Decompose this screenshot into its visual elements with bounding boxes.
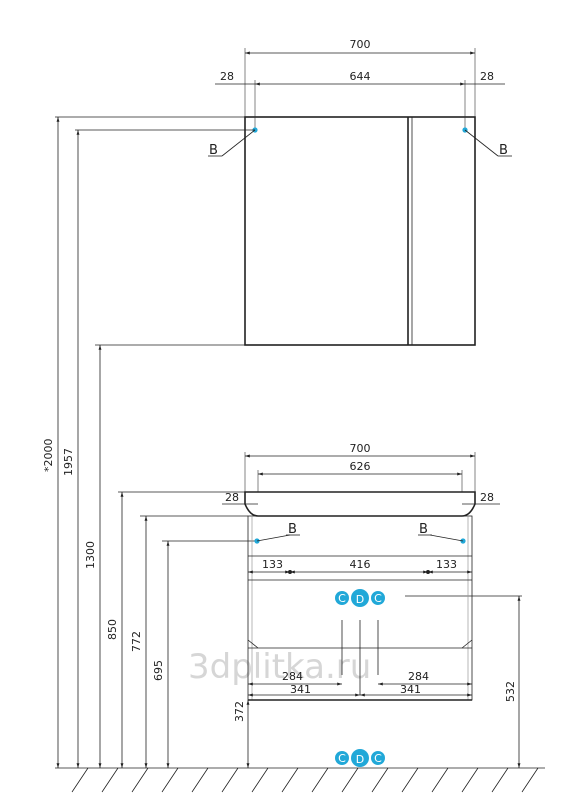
height-lower-panel-label: 372 [233, 701, 246, 722]
mirror-width-label: 700 [350, 38, 371, 51]
floor-hatch-mark [491, 767, 509, 793]
sink-label-left: B [288, 522, 297, 537]
handles-mid-label: 416 [350, 558, 371, 571]
sink-side-left-label: 28 [225, 491, 239, 504]
handle-dimensions: 133 416 133 [248, 558, 472, 574]
handles-right-label: 133 [436, 558, 457, 571]
floor-hatch-mark [251, 767, 269, 793]
handles-left-label: 133 [262, 558, 283, 571]
floor-hatch-mark [161, 767, 179, 793]
mirror-label-left: B [209, 143, 218, 158]
floor-hatch-mark [131, 767, 149, 793]
height-total-label: *2000 [42, 439, 55, 473]
floor-hatch-mark [521, 767, 539, 793]
connector-floor-d [351, 749, 369, 767]
handle-right [426, 570, 430, 574]
handle-left [288, 570, 292, 574]
height-drain-label: 532 [504, 681, 517, 702]
floor-hatch-mark [311, 767, 329, 793]
connector-upper-c-left [335, 591, 349, 605]
svg-text:C: C [374, 592, 382, 605]
sink-mount-points: B B [254, 522, 466, 544]
mirror-inner-label: 644 [350, 70, 371, 83]
svg-text:D: D [356, 753, 364, 766]
floor-hatch-mark [431, 767, 449, 793]
drain-dimensions: 284 341 284 341 [248, 670, 472, 697]
sink-dimensions: 700 626 28 28 [222, 442, 500, 505]
height-inlet-label: 695 [152, 660, 165, 681]
connector-floor-c-right [371, 751, 385, 765]
height-dimensions: *2000 1957 1300 850 772 695 372 532 [42, 116, 522, 768]
connectors-floor: C D C [335, 749, 385, 767]
height-cabinet-top-label: 772 [130, 631, 143, 652]
watermark: 3dplitka.ru [188, 647, 371, 687]
drain-left-a-label: 284 [282, 670, 303, 683]
height-mirror-bottom-label: 1300 [84, 541, 97, 569]
height-sink-top-label: 850 [106, 619, 119, 640]
connector-upper-d [351, 589, 369, 607]
sink-label-right: B [419, 522, 428, 537]
connector-upper-c-right [371, 591, 385, 605]
drain-right-a-label: 284 [408, 670, 429, 683]
drain-left-b-label: 341 [290, 683, 311, 696]
svg-text:C: C [374, 752, 382, 765]
floor-hatch-mark [191, 767, 209, 793]
sink-top [244, 491, 476, 517]
mirror-width-dimension: 700 [244, 38, 476, 117]
floor-hatch-mark [71, 767, 89, 793]
connector-floor-c-left [335, 751, 349, 765]
floor-hatch-mark [341, 767, 359, 793]
floor-hatch-mark [401, 767, 419, 793]
sink-width-label: 700 [350, 442, 371, 455]
mirror-side-right-label: 28 [480, 70, 494, 83]
svg-text:C: C [338, 592, 346, 605]
mirror-cabinet [244, 116, 476, 346]
floor-hatch-mark [461, 767, 479, 793]
mirror-inner-dimension: 644 28 28 [215, 70, 505, 130]
sink-side-right-label: 28 [480, 491, 494, 504]
floor-hatch-mark [371, 767, 389, 793]
mirror-mount-points: B B [208, 127, 512, 158]
floor-hatch-mark [221, 767, 239, 793]
floor-line [55, 767, 545, 793]
mirror-label-right: B [499, 143, 508, 158]
svg-text:D: D [356, 593, 364, 606]
drain-right-b-label: 341 [400, 683, 421, 696]
floor-hatch-mark [101, 767, 119, 793]
sink-inner-label: 626 [350, 460, 371, 473]
height-mirror-top-label: 1957 [62, 448, 75, 476]
floor-hatch-mark [281, 767, 299, 793]
floor-hatch [71, 767, 539, 793]
svg-text:C: C [338, 752, 346, 765]
mirror-side-left-label: 28 [220, 70, 234, 83]
connectors-upper: C D C [335, 589, 385, 695]
mirror-outline [244, 116, 476, 346]
